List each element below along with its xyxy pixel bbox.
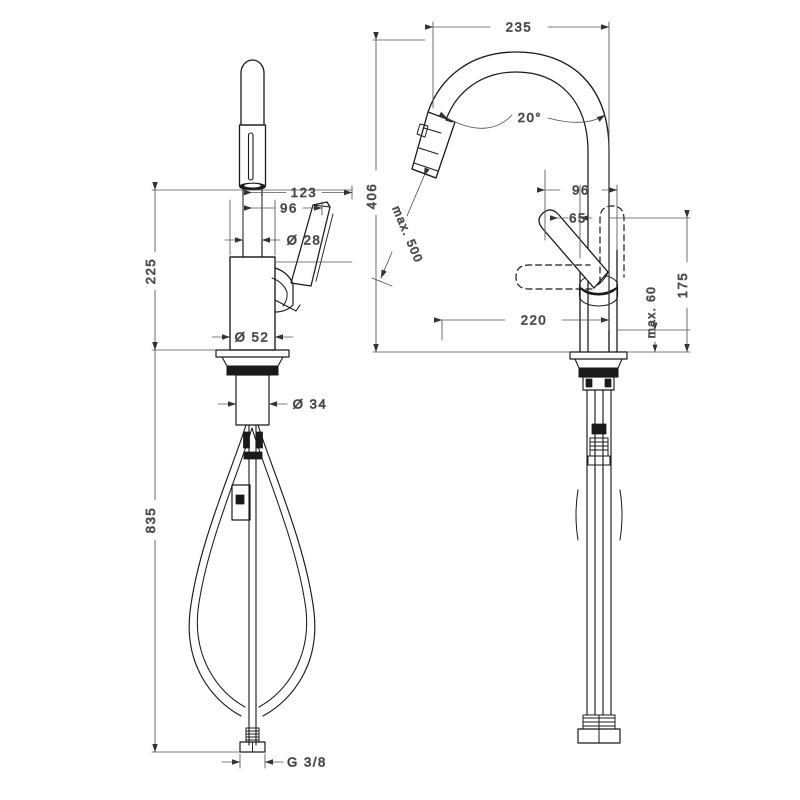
right-counter-flange	[569, 351, 628, 360]
flange-bevel	[221, 356, 284, 367]
dim-label-d34: Ø 34	[293, 397, 328, 412]
hose-bulge-left	[575, 489, 579, 541]
lever-dashed-up	[599, 205, 625, 284]
dim-d28: Ø 28	[224, 232, 322, 248]
dim-label-max-500: max. 500	[389, 204, 426, 265]
pullout-hose-right-inner	[251, 427, 308, 708]
dim-label-220: 220	[521, 313, 548, 328]
dim-label-65: 65	[569, 211, 587, 226]
dim-d34: Ø 34	[217, 396, 328, 412]
counter-flange	[215, 349, 290, 358]
dim-96-right: 96	[536, 182, 618, 198]
dim-220: 220	[433, 312, 610, 328]
lever-dashed-left	[515, 264, 593, 290]
hose-coupling-upper	[591, 423, 607, 435]
spray-head-slot	[247, 132, 254, 181]
pullout-hose-left-inner	[196, 427, 253, 708]
handle-hub	[274, 267, 294, 313]
fitting-clip	[243, 431, 250, 449]
dim-96-left: 96	[243, 200, 323, 216]
spray-head-cap	[240, 59, 265, 126]
dim-175: 175	[675, 209, 690, 353]
dim-label-225: 225	[143, 258, 158, 285]
pullout-hose-right-outer	[257, 424, 316, 717]
dim-label-235: 235	[506, 20, 533, 35]
right-head-slot	[416, 123, 429, 138]
dim-225: 225	[143, 181, 158, 351]
left-view-dimensions: 123 96 Ø 28 Ø 52 Ø 34	[143, 181, 353, 770]
dim-label-20-deg: 20°	[518, 110, 542, 125]
hose-coupling-lower	[587, 455, 611, 466]
dim-label-d52: Ø 52	[235, 330, 270, 345]
counter-band	[226, 365, 279, 376]
right-supply-connectors	[577, 728, 621, 744]
right-view-dimensions: 235 220 96 65 406 175	[364, 19, 691, 353]
dim-label-123: 123	[291, 185, 318, 200]
dim-d52: Ø 52	[211, 329, 294, 345]
dim-label-175: 175	[675, 272, 690, 299]
hose-bulge-right	[619, 489, 623, 541]
lever-solid	[538, 209, 609, 289]
dim-65: 65	[549, 210, 593, 226]
dim-label-835: 835	[143, 507, 158, 534]
dim-label-96-left: 96	[280, 201, 298, 216]
dim-max-500: max. 500	[371, 167, 430, 287]
right-spray-head	[411, 111, 456, 179]
spout-inner-curve	[445, 71, 589, 353]
dim-label-96-right: 96	[572, 183, 590, 198]
dim-20-deg: 20°	[438, 110, 606, 129]
spout-outer-curve	[427, 51, 610, 353]
mounting-shank	[235, 374, 270, 426]
dim-label-406: 406	[364, 183, 379, 210]
dim-label-max-60: max. 60	[644, 286, 658, 339]
dim-max-60: max. 60	[644, 285, 658, 353]
dim-235: 235	[424, 19, 610, 35]
right-counter-band	[578, 367, 619, 378]
dim-406: 406	[364, 31, 379, 353]
dim-123: 123	[243, 185, 353, 200]
left-view-faucet	[188, 59, 334, 753]
hose-weight	[231, 484, 251, 521]
lever-handle	[290, 201, 331, 287]
dim-label-g38: G 3/8	[287, 755, 327, 770]
pullout-hose-left-outer	[188, 424, 247, 717]
dim-label-d28: Ø 28	[287, 233, 322, 248]
dim-g38: G 3/8	[221, 753, 327, 770]
right-view-faucet	[411, 51, 628, 744]
dim-835: 835	[143, 341, 158, 753]
supply-connector	[239, 741, 266, 753]
